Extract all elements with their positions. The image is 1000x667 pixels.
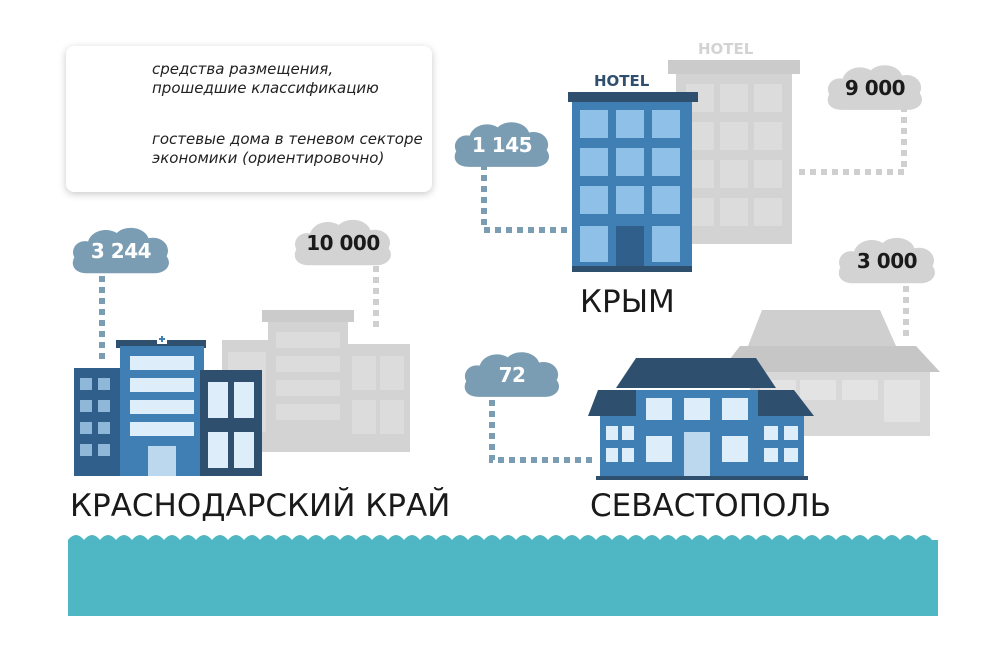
crimea-shadow-value: 9 000: [844, 76, 906, 100]
krasnodar-region-name: КРАСНОДАРСКИЙ КРАЙ: [70, 488, 451, 524]
sevastopol-classified-value: 72: [498, 363, 526, 387]
krasnodar-classified-buildings: [74, 334, 262, 476]
crimea-shadow-hotel: [668, 60, 800, 244]
sea: [68, 535, 938, 616]
crimea-classified-value: 1 145: [471, 133, 533, 157]
legend-shadow-label: гостевые дома в теневом секторе экономик…: [152, 130, 423, 167]
crimea-classified-hotel: [568, 92, 698, 272]
sevastopol-classified-house: [588, 358, 814, 480]
crimea-region-name: КРЫМ: [580, 284, 675, 320]
legend-box: [66, 46, 432, 192]
krasnodar-shadow-value: 10 000: [306, 231, 380, 255]
crimea-hotel-sign: HOTEL: [594, 72, 650, 90]
crimea-shadow-hotel-sign: HOTEL: [698, 40, 754, 58]
legend-classified-label: средства размещения, прошедшие классифик…: [152, 60, 379, 97]
sevastopol-region-name: СЕВАСТОПОЛЬ: [590, 488, 831, 524]
dotted-connectors: [99, 106, 909, 463]
krasnodar-classified-value: 3 244: [90, 239, 152, 263]
sevastopol-shadow-value: 3 000: [856, 249, 918, 273]
